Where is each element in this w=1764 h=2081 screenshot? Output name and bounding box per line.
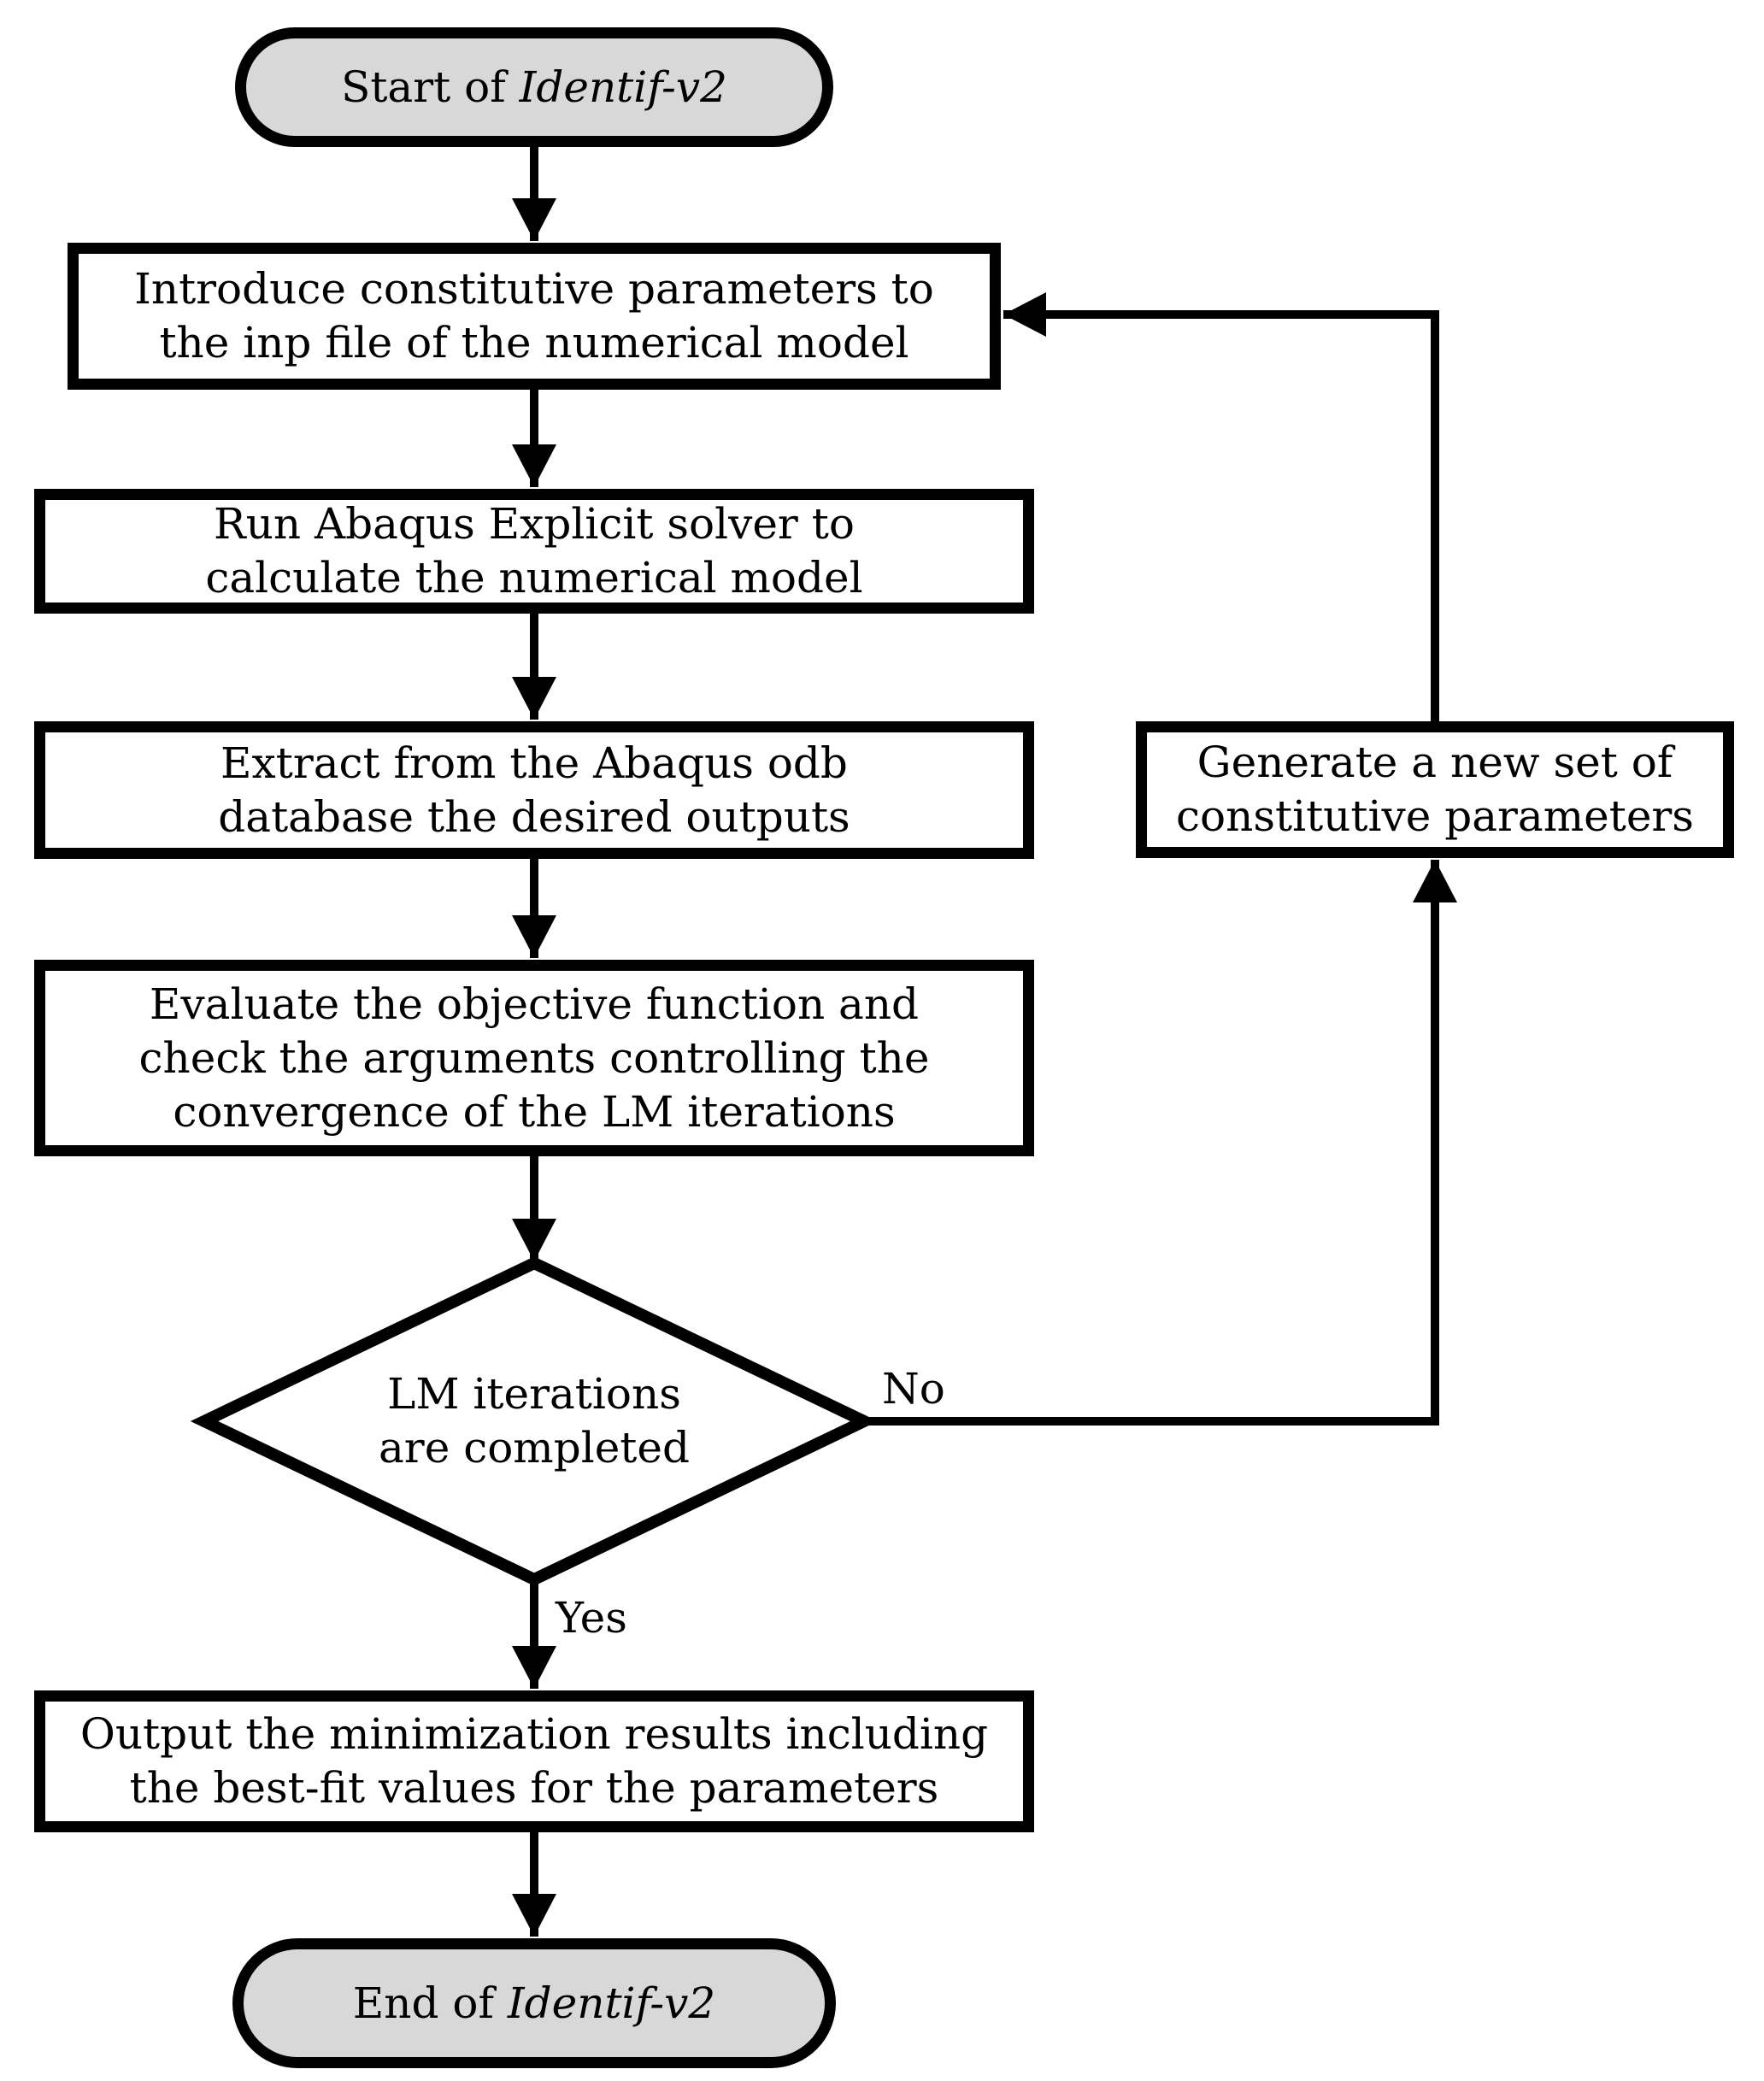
box-line: constitutive parameters [1176,791,1694,841]
arrow-generate-to-introduce [1003,292,1439,725]
process-box-output-results: Output the minimization results includin… [34,1690,1034,1832]
branch-label-no: No [882,1364,945,1414]
decision-line: LM iterations [387,1369,681,1419]
box-line: Output the minimization results includin… [79,1709,989,1759]
process-box-generate-parameters: Generate a new set of constitutive param… [1136,721,1734,858]
process-box-extract-outputs: Extract from the Abaqus odb database the… [34,721,1034,859]
arrow-decision-no-to-generate [862,860,1457,1426]
box-line: Extract from the Abaqus odb [220,738,848,788]
box-line: the best-fit values for the parameters [129,1763,939,1813]
box-line: Run Abaqus Explicit solver to [214,499,855,549]
box-line: Introduce constitutive parameters to [134,264,934,314]
end-terminal: End of Identif-v2 [232,1938,836,2068]
process-box-run-solver: Run Abaqus Explicit solver to calculate … [34,489,1034,614]
decision-line: are completed [379,1423,690,1473]
process-box-evaluate-objective: Evaluate the objective function and chec… [34,960,1034,1156]
box-line: Evaluate the objective function and [149,979,920,1029]
start-terminal: Start of Identif-v2 [235,27,833,147]
decision-label: LM iterations are completed [204,1263,864,1579]
start-terminal-text: Start of [341,62,520,112]
box-line: Generate a new set of [1197,738,1673,787]
box-line: convergence of the LM iterations [173,1086,896,1137]
box-line: check the arguments controlling the [138,1032,930,1083]
end-terminal-text: End of [352,1978,508,2028]
decision-diamond-shape [190,1256,879,1586]
process-box-introduce-parameters: Introduce constitutive parameters to the… [68,243,1001,390]
box-line: the inp file of the numerical model [159,318,909,367]
branch-label-yes: Yes [556,1593,627,1643]
end-program-name: Identif-v2 [507,1978,716,2028]
box-line: calculate the numerical model [205,553,863,603]
start-program-name: Identif-v2 [519,62,727,112]
box-line: database the desired outputs [218,791,850,842]
